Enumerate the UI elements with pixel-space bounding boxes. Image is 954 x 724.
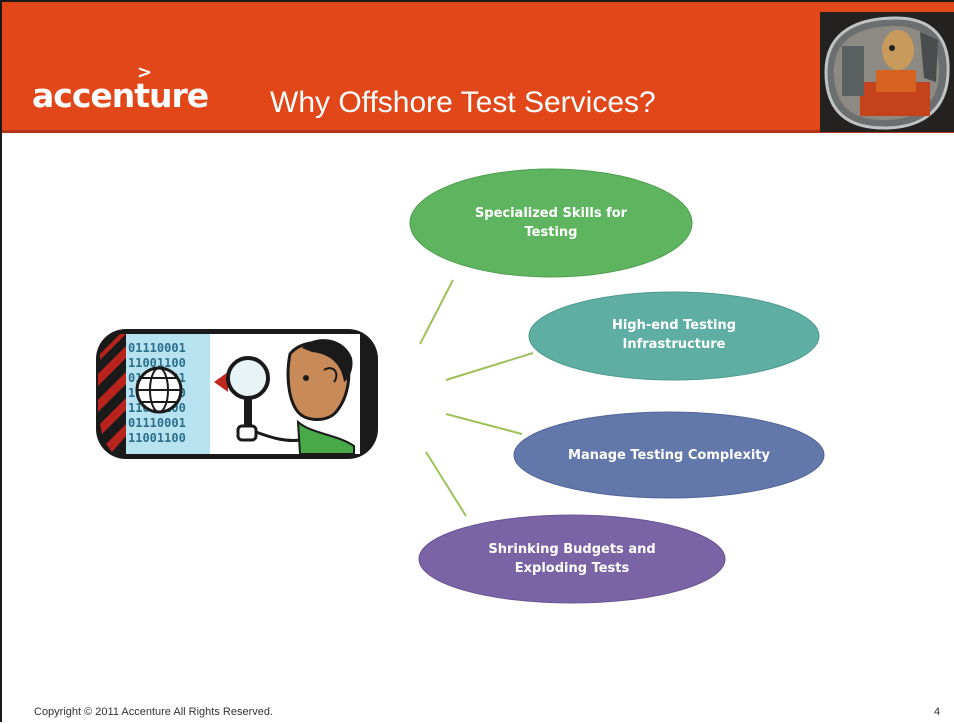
oval-manage-complexity — [513, 411, 825, 499]
oval-label-line: Shrinking Budgets and — [488, 542, 656, 557]
connector-line — [445, 352, 534, 381]
connector-line — [419, 279, 454, 345]
connector-line — [425, 451, 467, 517]
connector-line — [445, 413, 523, 435]
person-magnifying-glass-globe-illustration: 01110001 11001100 01110001 11001100 1100… — [96, 329, 378, 459]
accenture-logo: accenture — [32, 76, 209, 115]
oval-label-line: Specialized Skills for — [474, 206, 628, 221]
car-mirror-icon — [820, 12, 954, 132]
oval-label-shrinking-budgets: Shrinking Budgets and Exploding Tests — [462, 540, 682, 578]
person-figure — [255, 339, 355, 455]
slide-title: Why Offshore Test Services? — [270, 86, 656, 119]
magnifying-glass-icon — [226, 356, 270, 442]
header-bar: accenture > Why Offshore Test Services? — [2, 2, 954, 133]
binary-row: 11001100 — [128, 356, 186, 370]
copyright-footer: Copyright © 2011 Accenture All Rights Re… — [34, 706, 274, 718]
page-number: 4 — [934, 706, 941, 718]
oval-high-end-infrastructure — [528, 291, 820, 381]
oval-label-line: Infrastructure — [622, 337, 726, 352]
oval-shrinking-budgets — [418, 514, 726, 604]
oval-label-line: Manage Testing Complexity — [568, 448, 770, 463]
car-mirror-image — [820, 12, 954, 132]
stripes-decoration — [98, 334, 126, 452]
oval-specialized-skills — [409, 168, 693, 278]
oval-label-high-end-infrastructure: High-end Testing Infrastructure — [564, 316, 784, 354]
oval-label-line: High-end Testing — [611, 318, 737, 333]
globe-icon — [135, 366, 183, 414]
oval-label-line: Testing — [524, 225, 578, 240]
binary-row: 11001100 — [128, 431, 186, 445]
oval-label-manage-complexity: Manage Testing Complexity — [529, 446, 809, 465]
binary-row: 01110001 — [128, 416, 186, 430]
connector-lines — [419, 279, 534, 517]
oval-label-line: Exploding Tests — [514, 561, 630, 576]
oval-label-specialized-skills: Specialized Skills for Testing — [441, 204, 661, 242]
logo-chevron-icon: > — [137, 62, 153, 83]
binary-row: 01110001 — [128, 341, 186, 355]
